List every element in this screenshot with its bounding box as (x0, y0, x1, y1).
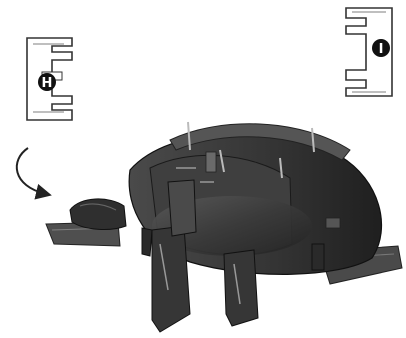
curved-arrow-icon (15, 147, 52, 200)
front-leg (151, 225, 191, 333)
head (69, 198, 127, 230)
part-i-badge (372, 39, 390, 57)
part-h-piece: H (26, 37, 73, 121)
tortoise-model (45, 121, 403, 333)
part-h-badge (38, 73, 56, 91)
back-leg (223, 249, 259, 327)
part-h-label: H (42, 76, 53, 91)
part-i-piece: I (345, 7, 393, 97)
part-i-label: I (379, 42, 384, 57)
shell-rim (169, 123, 351, 161)
